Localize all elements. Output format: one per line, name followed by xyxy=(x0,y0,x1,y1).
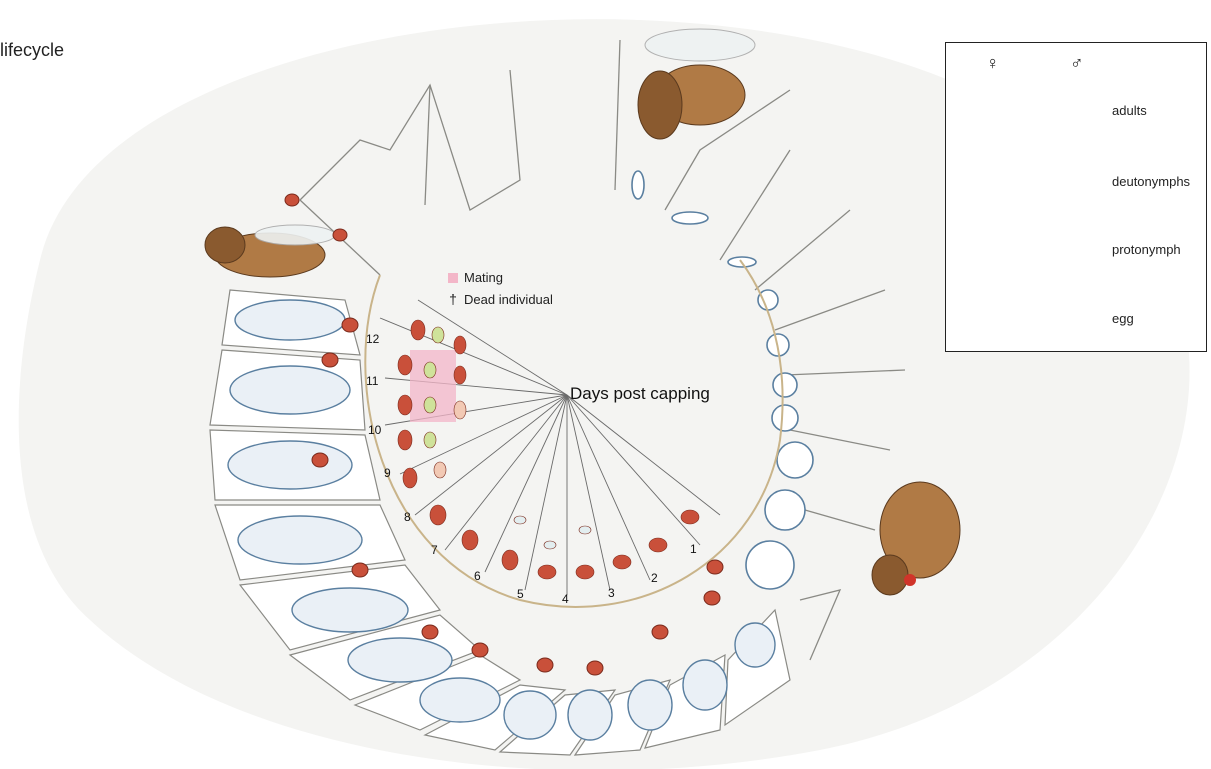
female-symbol-icon: ♀ xyxy=(986,53,1000,74)
day-label: 3 xyxy=(608,586,615,600)
male-symbol-icon: ♂ xyxy=(1070,53,1084,74)
center-label: Days post capping xyxy=(570,384,710,404)
day-label: 2 xyxy=(651,571,658,585)
dead-label: Dead individual xyxy=(464,292,553,307)
day-label: 7 xyxy=(431,543,438,557)
day-label: 1 xyxy=(690,542,697,556)
legend-label-deutonymphs: deutonymphs xyxy=(1112,174,1190,189)
day-label: 9 xyxy=(384,466,391,480)
mating-key: Mating xyxy=(448,270,503,285)
dagger-icon: † xyxy=(448,291,458,307)
day-label: 8 xyxy=(404,510,411,524)
legend-label-adults: adults xyxy=(1112,103,1147,118)
mating-label: Mating xyxy=(464,270,503,285)
legend-label-egg: egg xyxy=(1112,311,1134,326)
legend-label-protonymph: protonymph xyxy=(1112,242,1181,257)
day-label: 11 xyxy=(366,374,378,388)
dead-key: † Dead individual xyxy=(448,291,553,307)
legend-box: ♀ ♂ adults deutonymphs protonymph egg xyxy=(945,42,1207,352)
day-label: 5 xyxy=(517,587,524,601)
day-label: 12 xyxy=(366,332,379,346)
day-label: 6 xyxy=(474,569,481,583)
day-label: 10 xyxy=(368,423,381,437)
mating-swatch xyxy=(448,273,458,283)
day-label: 4 xyxy=(562,592,569,606)
page-title: lifecycle xyxy=(0,40,64,61)
